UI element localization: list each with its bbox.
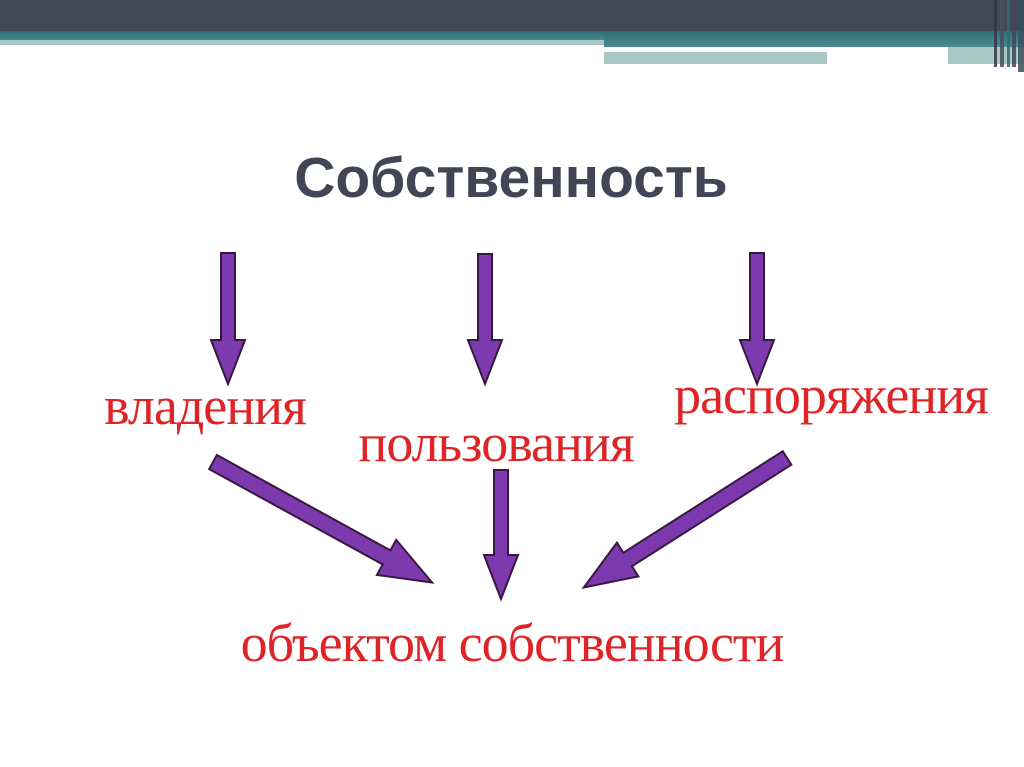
arrow-middle-to-object-icon	[482, 469, 520, 602]
label-vladeniya: владения	[104, 376, 307, 436]
arrow-right-to-object-icon	[581, 449, 793, 589]
banner-vertical-stripe	[1012, 0, 1016, 67]
banner-teal-band-right	[604, 31, 1024, 47]
banner-teal-band-left	[0, 31, 604, 40]
banner-light-teal-corner	[948, 47, 1024, 64]
label-object-of-property: объектом собственности	[240, 613, 785, 673]
banner-light-teal-band-left	[0, 40, 604, 45]
banner-vertical-stripe	[1007, 0, 1010, 67]
banner-vertical-stripe	[994, 0, 997, 67]
arrow-left-to-object-icon	[207, 453, 435, 584]
label-rasporyazheniya: распоряжения	[674, 365, 989, 425]
banner-vertical-stripe	[1000, 0, 1004, 67]
banner-vertical-stripe	[1018, 0, 1024, 72]
slide-title: Собственность	[294, 146, 728, 210]
banner-slate-bar	[0, 0, 1024, 31]
arrow-title-to-middle-icon	[466, 252, 504, 387]
label-polzovaniya: пользования	[358, 413, 634, 473]
arrow-title-to-right-icon	[738, 252, 776, 387]
banner-light-teal-band-right	[604, 52, 827, 64]
arrow-title-to-left-icon	[209, 252, 247, 387]
